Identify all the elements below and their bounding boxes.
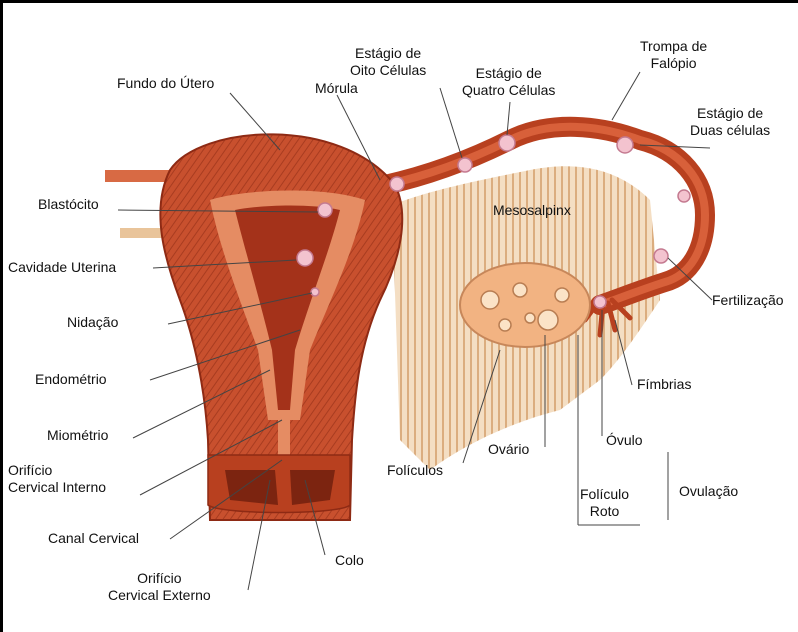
ovary — [460, 263, 590, 347]
label-cavidade-uterina: Cavidade Uterina — [8, 259, 116, 276]
label-endometrio: Endométrio — [35, 371, 107, 388]
label-orificio-ext-line1: Orifício — [108, 570, 211, 587]
label-quatro-celulas-line1: Estágio de — [462, 65, 555, 82]
label-foliculo-roto-line1: Folículo — [580, 486, 629, 503]
label-miometrio: Miométrio — [47, 427, 108, 444]
label-ovulacao: Ovulação — [679, 483, 738, 500]
label-duas-celulas-line1: Estágio de — [690, 105, 770, 122]
label-ovario: Ovário — [488, 441, 529, 458]
label-foliculos: Folículos — [387, 462, 443, 479]
label-oito-celulas-line2: Oito Células — [350, 62, 426, 79]
label-trompa-de-falopio: Trompa de Falópio — [640, 38, 707, 72]
label-nidacao: Nidação — [67, 314, 118, 331]
label-orificio-ext-line2: Cervical Externo — [108, 587, 211, 604]
label-ovulo: Óvulo — [606, 432, 643, 449]
left-ligament-upper — [105, 170, 175, 182]
label-orificio-cervical-externo: Orifício Cervical Externo — [108, 570, 211, 604]
label-fundo-do-utero: Fundo do Útero — [117, 75, 214, 92]
label-canal-cervical: Canal Cervical — [48, 530, 139, 547]
label-quatro-celulas: Estágio de Quatro Células — [462, 65, 555, 99]
label-trompa-line1: Trompa de — [640, 38, 707, 55]
label-morula: Mórula — [315, 80, 358, 97]
label-oito-celulas: Estágio de Oito Células — [350, 45, 426, 79]
label-fertilizacao: Fertilização — [712, 292, 784, 309]
label-mesosalpinx: Mesosalpinx — [493, 202, 571, 219]
label-quatro-celulas-line2: Quatro Células — [462, 82, 555, 99]
label-duas-celulas-line2: Duas células — [690, 122, 770, 139]
label-orificio-int-line1: Orifício — [8, 462, 106, 479]
label-orificio-cervical-interno: Orifício Cervical Interno — [8, 462, 106, 496]
label-foliculo-roto-line2: Roto — [580, 503, 629, 520]
label-colo: Colo — [335, 552, 364, 569]
label-trompa-line2: Falópio — [640, 55, 707, 72]
label-foliculo-roto: Folículo Roto — [580, 486, 629, 520]
label-orificio-int-line2: Cervical Interno — [8, 479, 106, 496]
label-fimbrias: Fímbrias — [637, 376, 691, 393]
label-duas-celulas: Estágio de Duas células — [690, 105, 770, 139]
label-blastocito: Blastócito — [38, 196, 99, 213]
label-oito-celulas-line1: Estágio de — [350, 45, 426, 62]
